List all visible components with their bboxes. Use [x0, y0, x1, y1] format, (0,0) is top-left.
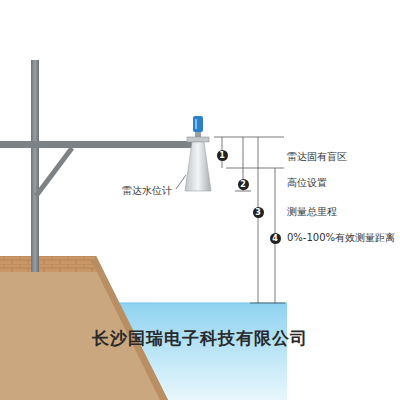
part-label: 雷达水位计	[122, 185, 172, 197]
radar-highlight	[195, 119, 197, 129]
dimension-label: 雷达固有盲区	[287, 151, 347, 163]
leader-line	[176, 175, 186, 189]
callout-number: 1	[217, 150, 228, 161]
brick-wall	[0, 256, 104, 272]
support-brace	[36, 148, 72, 196]
callout-number: 2	[238, 179, 249, 190]
dimension-label: 高位设置	[287, 177, 327, 189]
callout-number: 4	[270, 233, 281, 244]
support-arm	[0, 141, 196, 148]
dimension-lines	[214, 137, 285, 303]
radar-horn	[185, 142, 211, 191]
dimension-label: 测量总里程	[287, 206, 337, 218]
radar-head	[193, 116, 203, 132]
radar-flange	[187, 137, 209, 142]
support-pole	[31, 60, 39, 272]
dimension-label: 0%-100%有效测量距离	[287, 232, 395, 244]
watermark: 长沙国瑞电子科技有限公司	[92, 327, 308, 350]
callout-number: 3	[253, 207, 264, 218]
